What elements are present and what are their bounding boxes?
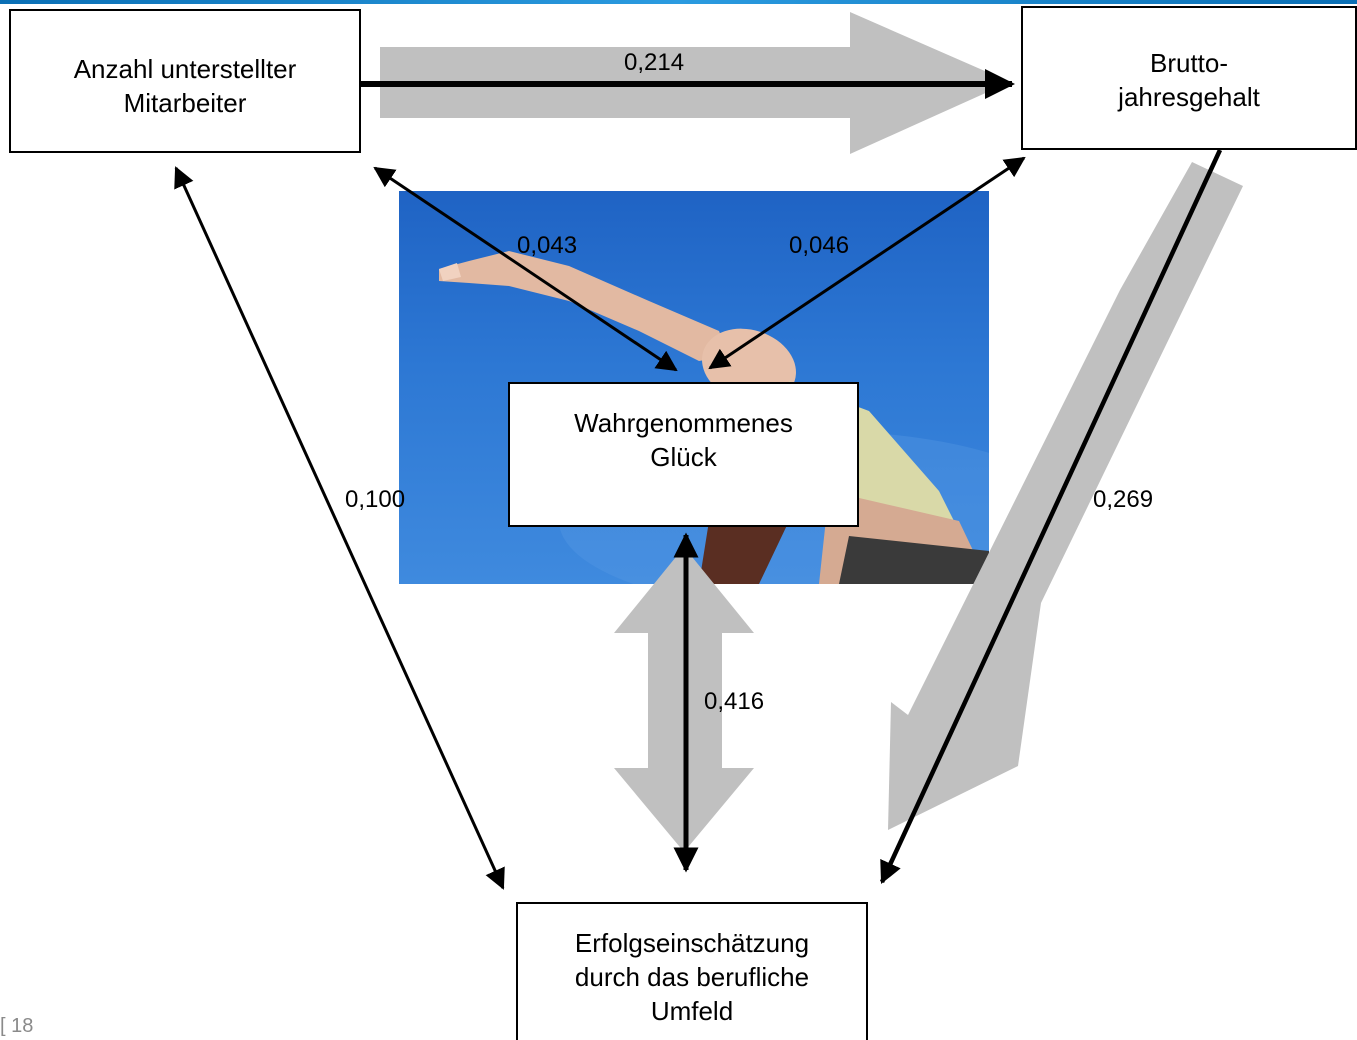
value-staff-happiness: 0,043 — [517, 232, 578, 259]
node-staff-count: Anzahl unterstellter Mitarbeiter — [9, 9, 361, 153]
arrow-staff-success — [174, 166, 505, 890]
node-success-assessment: Erfolgseinschätzung durch das berufliche… — [516, 902, 868, 1040]
node-staff-count-label: Anzahl unterstellter Mitarbeiter — [73, 54, 297, 118]
value-salary-happiness: 0,046 — [789, 232, 850, 259]
node-perceived-happiness: Wahrgenommenes Glück — [508, 382, 859, 527]
node-gross-salary-label: Brutto- jahresgehalt — [1118, 48, 1260, 112]
node-perceived-happiness-label: Wahrgenommenes Glück — [574, 408, 793, 472]
arrow-salary-success — [879, 149, 1223, 885]
page-number: [ 18 — [0, 1015, 33, 1038]
value-staff-success: 0,100 — [345, 486, 406, 513]
page-number-value: 18 — [11, 1015, 34, 1037]
header-accent-line — [0, 0, 1357, 4]
arrow-salary-happiness — [708, 156, 1026, 370]
page-number-bracket: [ — [0, 1015, 6, 1037]
node-success-assessment-label: Erfolgseinschätzung durch das berufliche… — [574, 928, 810, 1026]
emphasis-arrow-salary-success — [888, 162, 1243, 830]
value-staff-salary: 0,214 — [624, 49, 685, 76]
node-gross-salary: Brutto- jahresgehalt — [1021, 6, 1357, 150]
arrow-staff-happiness — [373, 166, 678, 372]
value-happiness-success: 0,416 — [704, 688, 765, 715]
value-salary-success: 0,269 — [1093, 486, 1154, 513]
